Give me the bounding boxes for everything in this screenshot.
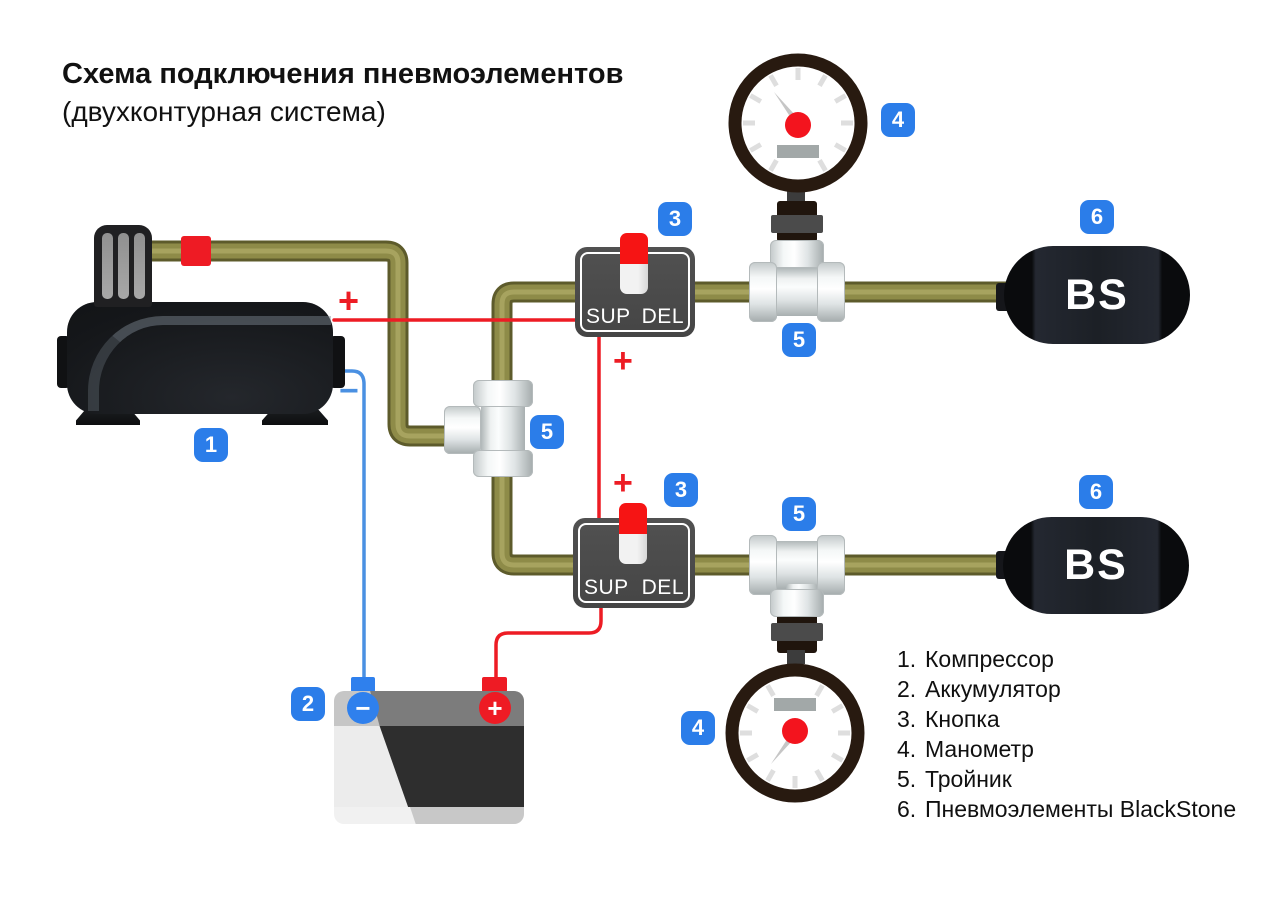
badge-element-bottom: 6 (1079, 475, 1113, 509)
badge-button-top: 3 (658, 202, 692, 236)
gauge-center-dot (782, 718, 808, 744)
air-element-bottom: BS (1003, 517, 1189, 614)
compressor-mount-left (57, 336, 70, 388)
legend-item-number: 4. (897, 735, 917, 762)
battery-plus-terminal: + (479, 692, 511, 724)
red-wire-to-battery (494, 605, 603, 679)
plus-symbol-compressor: + (338, 280, 360, 321)
gauge-stem-neck (787, 190, 805, 204)
plus-symbol-top-circuit: + (613, 342, 633, 380)
del-label: DEL (641, 305, 684, 328)
gauge-stem-neck (787, 650, 805, 664)
toggle-switch-bottom (619, 503, 647, 564)
badge-button-bottom: 3 (664, 473, 698, 507)
battery-plus-post (482, 677, 507, 692)
del-label: DEL (641, 576, 684, 599)
electric-wires (332, 318, 603, 679)
battery-base (334, 807, 524, 824)
badge-compressor: 1 (194, 428, 228, 462)
minus-symbol-compressor: − (339, 372, 359, 410)
tee-middle-top-nut (473, 380, 533, 407)
battery-body (334, 726, 524, 807)
legend-item-number: 2. (897, 675, 917, 702)
tee-top-right-nut (817, 262, 845, 322)
gauge-ticks (740, 684, 850, 788)
plus-symbol-bottom-circuit: + (613, 464, 633, 502)
bs-logo: BS (1065, 270, 1129, 319)
toggle-white-half (619, 534, 647, 564)
legend-item-number: 6. (897, 795, 917, 822)
badge-element-top: 6 (1080, 200, 1114, 234)
gauge-window (777, 145, 819, 158)
gauge-stem-band (771, 623, 823, 641)
compressor-fin (134, 233, 145, 299)
air-pipes (149, 240, 1014, 576)
toggle-red-half (620, 233, 648, 265)
page-title: Схема подключения пневмоэлементов (62, 58, 624, 90)
legend-item-number: 5. (897, 765, 917, 792)
badge-battery: 2 (291, 687, 325, 721)
legend-item-number: 1. (897, 645, 917, 672)
legend-item: 3. Кнопка (897, 704, 1257, 734)
tee-top-left-nut (749, 262, 777, 322)
battery-minus-terminal: − (347, 692, 379, 724)
gauge-window (774, 698, 816, 711)
gauge-ring (728, 53, 868, 193)
tee-top-branch-nut (770, 240, 824, 268)
gauge-ring (725, 663, 865, 803)
toggle-red-half (619, 503, 647, 535)
compressor-highlight (88, 316, 331, 411)
blue-wire-to-battery (340, 369, 366, 679)
tee-middle-branch-nut (444, 406, 481, 454)
legend-item-label: Манометр (925, 735, 1034, 762)
air-element-top: BS (1004, 246, 1190, 344)
legend-item: 5. Тройник (897, 764, 1257, 794)
bs-logo: BS (1064, 541, 1128, 589)
legend-item-label: Тройник (925, 765, 1012, 792)
sup-label: SUP (584, 576, 629, 599)
badge-tee-top: 5 (782, 323, 816, 357)
legend-item: 4. Манометр (897, 734, 1257, 764)
legend-item: 6. Пневмоэлементы BlackStone (897, 794, 1257, 824)
gauge-stem-band (771, 215, 823, 233)
toggle-white-half (620, 264, 648, 294)
tee-bottom-branch-nut (770, 589, 824, 617)
legend-item: 1. Компрессор (897, 644, 1257, 674)
compressor-fin (118, 233, 129, 299)
legend: 1. Компрессор 2. Аккумулятор 3. Кнопка 4… (897, 644, 1257, 824)
compressor-fin (102, 233, 113, 299)
page-subtitle: (двухконтурная система) (62, 96, 386, 127)
legend-item-label: Аккумулятор (925, 675, 1061, 702)
legend-item-label: Компрессор (925, 645, 1054, 672)
legend-item: 2. Аккумулятор (897, 674, 1257, 704)
badge-gauge-bottom: 4 (681, 711, 715, 745)
compressor-mount-right (330, 336, 345, 388)
pipe-connector-red (181, 236, 211, 266)
legend-item-label: Кнопка (925, 705, 1000, 732)
badge-tee-middle: 5 (530, 415, 564, 449)
gauge-ticks (743, 68, 853, 172)
badge-tee-bottom: 5 (782, 497, 816, 531)
pressure-gauge-top (728, 53, 868, 193)
tee-bottom-right-nut (817, 535, 845, 595)
tee-bottom-left-nut (749, 535, 777, 595)
badge-gauge-top: 4 (881, 103, 915, 137)
sup-label: SUP (586, 305, 631, 328)
gauge-center-dot (785, 112, 811, 138)
tee-middle-bottom-nut (473, 450, 533, 477)
toggle-switch-top (620, 233, 648, 294)
battery-minus-post (351, 677, 375, 692)
legend-item-number: 3. (897, 705, 917, 732)
pressure-gauge-bottom (725, 663, 865, 803)
legend-item-label: Пневмоэлементы BlackStone (925, 795, 1237, 822)
